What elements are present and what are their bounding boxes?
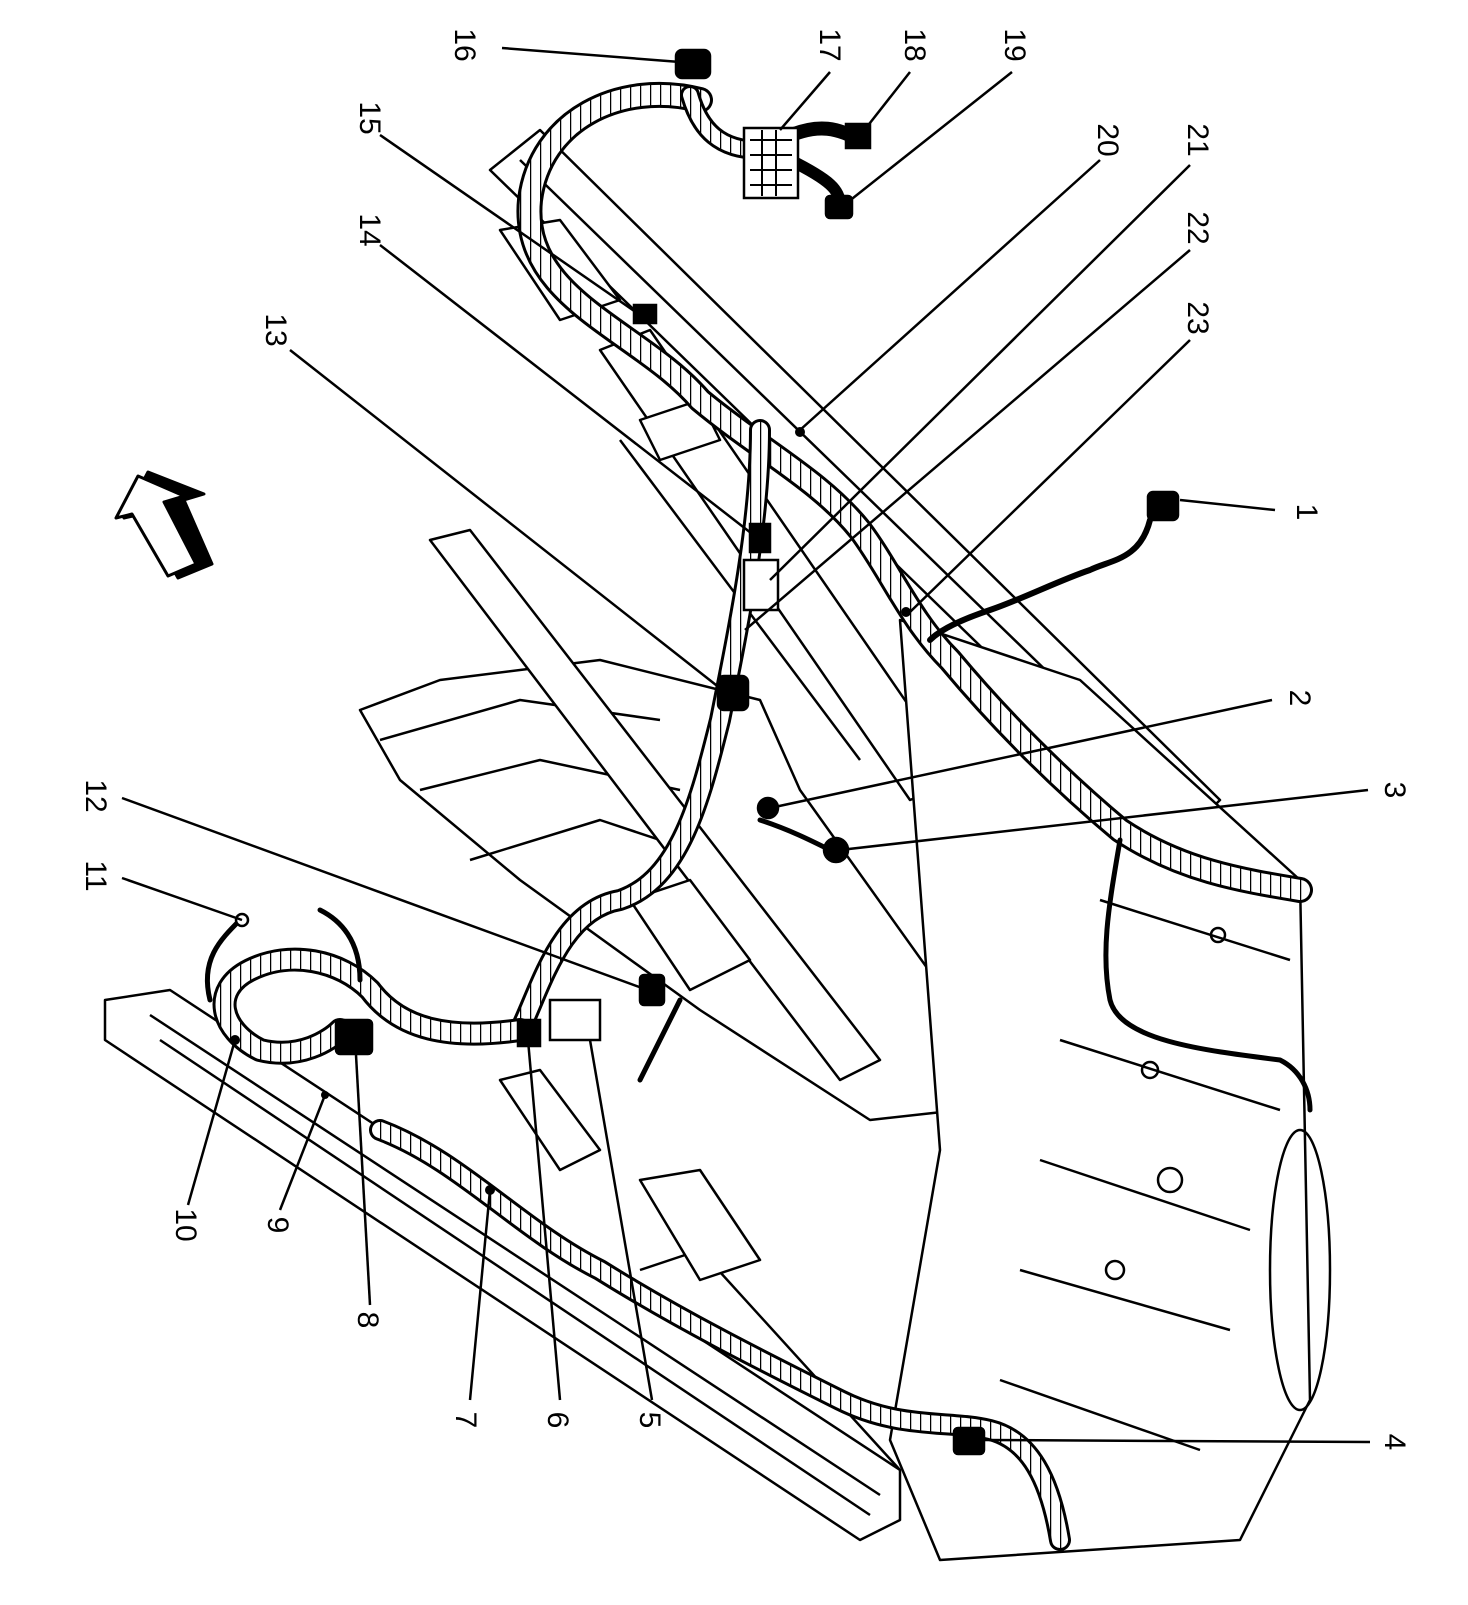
callout-9: 9	[261, 1217, 294, 1234]
callout-8: 8	[351, 1312, 384, 1329]
callout-20: 20	[1091, 123, 1124, 156]
connector-13-icon	[716, 674, 750, 712]
callout-3: 3	[1378, 782, 1411, 799]
callout-12: 12	[79, 779, 112, 812]
leader-dots	[230, 427, 911, 1195]
callout-1: 1	[1290, 504, 1323, 521]
front-direction-arrow-icon	[114, 470, 214, 580]
callout-21: 21	[1181, 123, 1214, 156]
callout-22: 22	[1181, 211, 1214, 244]
connector-1-icon	[1146, 490, 1180, 522]
callout-7: 7	[449, 1412, 482, 1429]
vehicle-floor-frame	[103, 128, 1332, 1562]
connector-5-icon	[548, 998, 602, 1042]
connector-2-icon	[756, 796, 780, 820]
callout-13: 13	[259, 313, 292, 346]
connector-8-icon	[334, 1018, 374, 1056]
callout-labels: 1 2 3 4 5 6 7 8 9 10 11 12 13 14 15 16 1…	[79, 28, 1411, 1450]
connector-4-icon	[952, 1426, 986, 1456]
callout-15: 15	[353, 101, 386, 134]
callout-14: 14	[353, 213, 386, 246]
connector-17-icon	[742, 126, 800, 200]
connector-19-icon	[824, 194, 854, 220]
callout-5: 5	[633, 1412, 666, 1429]
callout-10: 10	[169, 1208, 202, 1241]
connectors	[234, 48, 1180, 1456]
connector-14-icon	[748, 522, 772, 554]
callout-2: 2	[1283, 690, 1316, 707]
callout-16: 16	[448, 28, 481, 61]
callout-19: 19	[998, 28, 1031, 61]
callout-4: 4	[1378, 1434, 1411, 1451]
callout-23: 23	[1181, 301, 1214, 334]
connector-15-icon	[632, 303, 658, 325]
callout-18: 18	[898, 28, 931, 61]
connector-12-icon	[638, 973, 666, 1007]
callout-11: 11	[79, 860, 112, 891]
connector-16-icon	[674, 48, 712, 80]
connector-21-icon	[742, 558, 780, 612]
leader-lines	[121, 46, 1371, 1444]
callout-6: 6	[541, 1412, 574, 1429]
callout-17: 17	[813, 28, 846, 61]
